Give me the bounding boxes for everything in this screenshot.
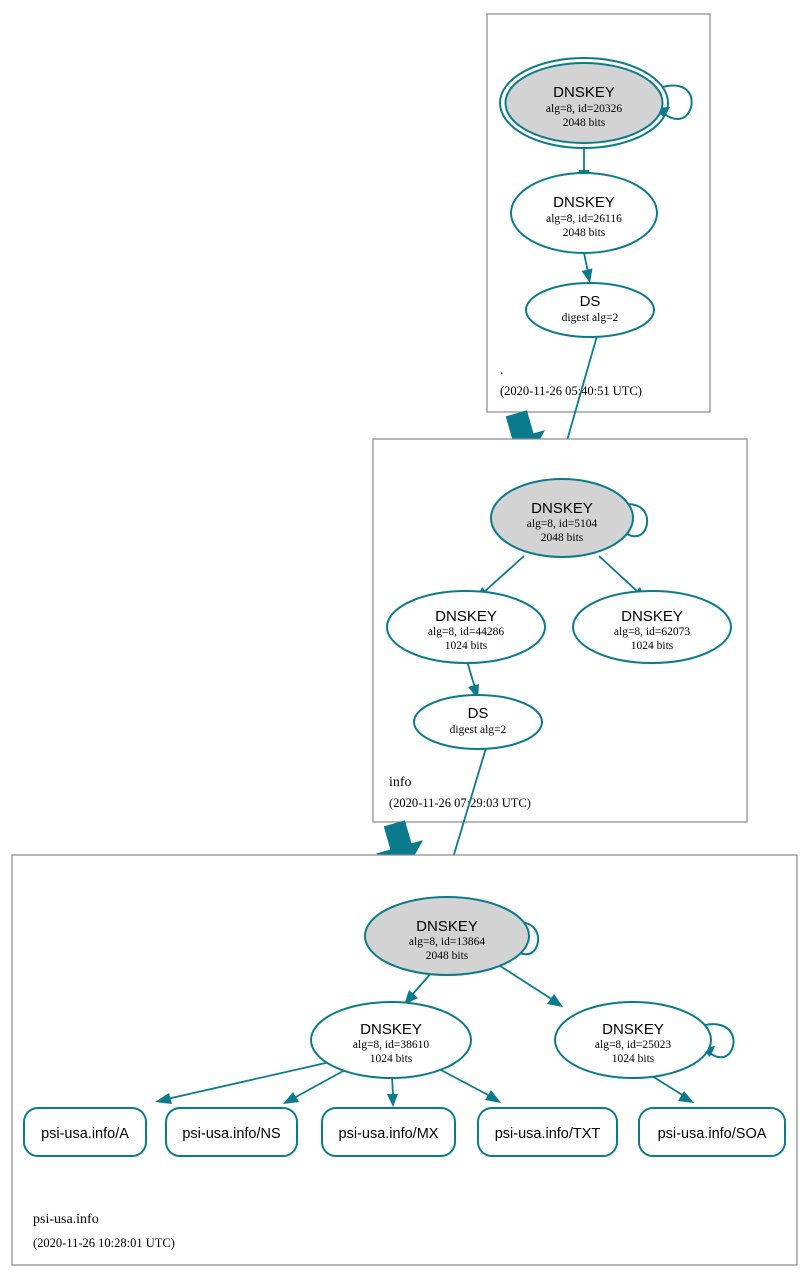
rrset-psi-usa-info-ns[interactable]: psi-usa.info/NS xyxy=(165,1107,298,1157)
node-title: DS xyxy=(468,705,489,722)
dnskey-ellipse xyxy=(364,896,530,976)
zone-label-psi: psi-usa.info xyxy=(33,1212,99,1227)
node-title: DNSKEY xyxy=(602,1021,664,1038)
node-keyinfo: alg=8, id=5104 xyxy=(527,518,598,530)
node-keyinfo: alg=8, id=25023 xyxy=(595,1039,671,1051)
node-keysize: 1024 bits xyxy=(631,640,674,652)
node-title: DNSKEY xyxy=(621,608,683,625)
node-digest: digest alg=2 xyxy=(450,724,507,736)
node-keysize: 1024 bits xyxy=(612,1053,655,1065)
node-dnskey-44286[interactable]: DNSKEY alg=8, id=44286 1024 bits xyxy=(386,590,546,664)
zone-psi-usa-info: DNSKEY alg=8, id=13864 2048 bits DNSKEY … xyxy=(11,854,798,1266)
zone-timestamp-psi: (2020-11-26 10:28:01 UTC) xyxy=(33,1236,175,1250)
dnskey-ellipse xyxy=(554,1001,712,1079)
zone-label-root: . xyxy=(500,363,504,378)
edge-zsk-25023-to-soa xyxy=(651,1075,694,1103)
ds-ellipse xyxy=(413,694,543,750)
node-title: DNSKEY xyxy=(531,500,593,517)
node-keysize: 1024 bits xyxy=(445,640,488,652)
dnskey-ellipse xyxy=(510,172,658,254)
node-dnskey-38610[interactable]: DNSKEY alg=8, id=38610 1024 bits xyxy=(310,1001,472,1079)
node-ds-root[interactable]: DS digest alg=2 xyxy=(525,282,655,338)
node-title: DNSKEY xyxy=(553,84,615,101)
node-title: DNSKEY xyxy=(360,1021,422,1038)
ds-ellipse xyxy=(525,282,655,338)
edge-zsk-38610-to-a xyxy=(155,1061,331,1104)
rrset-psi-usa-info-mx[interactable]: psi-usa.info/MX xyxy=(321,1107,456,1157)
rrset-psi-usa-info-soa[interactable]: psi-usa.info/SOA xyxy=(638,1107,786,1157)
node-keyinfo: alg=8, id=26116 xyxy=(546,213,622,225)
node-keysize: 2048 bits xyxy=(563,227,606,239)
node-digest: digest alg=2 xyxy=(562,312,619,324)
zone-timestamp-root: (2020-11-26 05:40:51 UTC) xyxy=(500,384,642,398)
node-keyinfo: alg=8, id=62073 xyxy=(614,626,690,638)
node-dnskey-25023[interactable]: DNSKEY alg=8, id=25023 1024 bits xyxy=(554,1001,712,1079)
node-keyinfo: alg=8, id=13864 xyxy=(409,936,485,948)
rrset-label: psi-usa.info/NS xyxy=(182,1126,280,1142)
node-title: DS xyxy=(580,293,601,310)
dnskey-ellipse xyxy=(504,62,664,144)
node-dnskey-13864[interactable]: DNSKEY alg=8, id=13864 2048 bits xyxy=(364,896,530,976)
node-keysize: 2048 bits xyxy=(541,532,584,544)
rrset-box xyxy=(23,1107,147,1157)
node-title: DNSKEY xyxy=(553,194,615,211)
edge-zsk-38610-to-txt xyxy=(440,1069,501,1103)
rrset-label: psi-usa.info/SOA xyxy=(658,1126,767,1142)
edge-zsk-38610-to-ns xyxy=(283,1069,346,1104)
rrset-psi-usa-info-txt[interactable]: psi-usa.info/TXT xyxy=(477,1107,618,1157)
rrset-box xyxy=(321,1107,456,1157)
node-keysize: 2048 bits xyxy=(563,117,606,129)
node-dnskey-62073[interactable]: DNSKEY alg=8, id=62073 1024 bits xyxy=(572,590,732,664)
rrset-box xyxy=(165,1107,298,1157)
zone-root: DNSKEY alg=8, id=20326 2048 bits DNSKEY … xyxy=(486,13,711,413)
node-title: DNSKEY xyxy=(435,608,497,625)
node-dnskey-26116[interactable]: DNSKEY alg=8, id=26116 2048 bits xyxy=(510,172,658,254)
node-ds-info[interactable]: DS digest alg=2 xyxy=(413,694,543,750)
edge-root-zsk-to-ds xyxy=(581,252,593,283)
edge-psi-ksk-to-zsk-38610 xyxy=(404,971,433,1005)
rrset-label: psi-usa.info/MX xyxy=(339,1126,439,1142)
zone-info: DNSKEY alg=8, id=5104 2048 bits DNSKEY a… xyxy=(372,438,748,823)
node-dnskey-20326[interactable]: DNSKEY alg=8, id=20326 2048 bits xyxy=(499,57,669,149)
edge-zsk-38610-to-mx xyxy=(387,1075,398,1107)
rrset-box xyxy=(638,1107,786,1157)
dnskey-ellipse xyxy=(310,1001,472,1079)
rrset-psi-usa-info-a[interactable]: psi-usa.info/A xyxy=(23,1107,147,1157)
trust-anchor-outer-ring xyxy=(499,57,669,149)
zone-label-info: info xyxy=(389,775,412,790)
rrset-box xyxy=(477,1107,618,1157)
dnskey-ellipse xyxy=(490,478,634,558)
node-keyinfo: alg=8, id=20326 xyxy=(546,103,622,115)
zone-timestamp-info: (2020-11-26 07:29:03 UTC) xyxy=(389,796,531,810)
node-keysize: 2048 bits xyxy=(426,950,469,962)
node-title: DNSKEY xyxy=(416,918,478,935)
node-keyinfo: alg=8, id=38610 xyxy=(353,1039,429,1051)
dnskey-ellipse xyxy=(572,590,732,664)
dnskey-ellipse xyxy=(386,590,546,664)
rrset-label: psi-usa.info/A xyxy=(41,1126,129,1142)
node-keyinfo: alg=8, id=44286 xyxy=(428,626,504,638)
rrset-label: psi-usa.info/TXT xyxy=(495,1126,601,1142)
edge-psi-ksk-to-zsk-25023 xyxy=(496,963,563,1007)
node-keysize: 1024 bits xyxy=(370,1053,413,1065)
node-dnskey-5104[interactable]: DNSKEY alg=8, id=5104 2048 bits xyxy=(490,478,634,558)
